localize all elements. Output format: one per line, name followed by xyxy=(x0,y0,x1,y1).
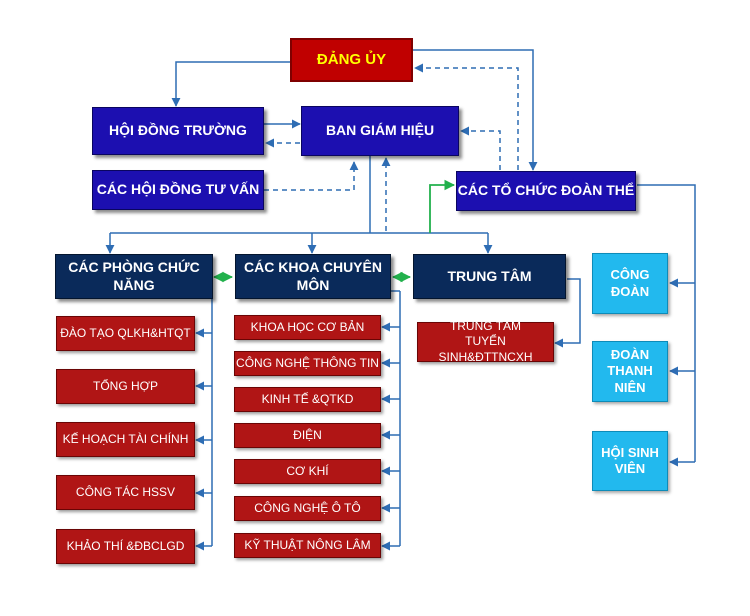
phong-item: ĐÀO TẠO QLKH&HTQT xyxy=(56,316,195,351)
khoa-item: KHOA HỌC CƠ BẢN xyxy=(234,315,381,340)
khoa-item: KINH TẾ &QTKD xyxy=(234,387,381,412)
khoa-item: KỸ THUẬT NÔNG LÂM xyxy=(234,533,381,558)
hoi-dong-tu-van-box: CÁC HỘI ĐỒNG TƯ VẤN xyxy=(92,170,264,210)
khoa-item: ĐIỆN xyxy=(234,423,381,448)
khoa-chuyen-mon-box: CÁC KHOA CHUYÊN MÔN xyxy=(235,254,391,299)
link-doanthe-trungtam xyxy=(429,179,456,233)
to-chuc-doan-the-box: CÁC TỔ CHỨC ĐOÀN THỂ xyxy=(456,171,636,211)
link-doanthe-spine xyxy=(637,184,696,462)
link-doanthe-danguy xyxy=(414,63,519,170)
khoa-item: CÔNG NGHỆ THÔNG TIN xyxy=(234,351,381,376)
trung-tam-box: TRUNG TÂM xyxy=(413,254,566,299)
link-danguy-hdt xyxy=(171,61,290,107)
khoa-item: CÔNG NGHỆ Ô TÔ xyxy=(234,496,381,521)
ban-giam-hieu-box: BAN GIÁM HIỆU xyxy=(301,106,459,156)
hoi-sinh-vien-box: HỘI SINH VIÊN xyxy=(592,431,668,491)
cong-doan-box: CÔNG ĐOÀN xyxy=(592,253,668,314)
hoi-dong-truong-box: HỘI ĐỒNG TRƯỜNG xyxy=(92,107,264,155)
phong-item: KẾ HOẠCH TÀI CHÍNH xyxy=(56,422,195,457)
trung-tam-item: TRUNG TÂM TUYỂN SINH&ĐTTNCXH xyxy=(417,319,554,364)
phong-item: TỔNG HỢP xyxy=(56,369,195,404)
link-danguy-doanthe xyxy=(413,49,538,171)
link-trungtam-child xyxy=(554,278,581,348)
link-doanthe-bgh xyxy=(460,126,501,170)
phong-item: KHẢO THÍ &ĐBCLGD xyxy=(56,529,195,564)
doan-thanh-nien-box: ĐOÀN THANH NIÊN xyxy=(592,341,668,402)
link-hdtv-bgh xyxy=(264,161,359,191)
khoa-item: CƠ KHÍ xyxy=(234,459,381,484)
dang-uy-box: ĐẢNG ỦY xyxy=(290,38,413,82)
phong-item: CÔNG TÁC HSSV xyxy=(56,475,195,510)
phong-chuc-nang-box: CÁC PHÒNG CHỨC NĂNG xyxy=(55,254,213,299)
